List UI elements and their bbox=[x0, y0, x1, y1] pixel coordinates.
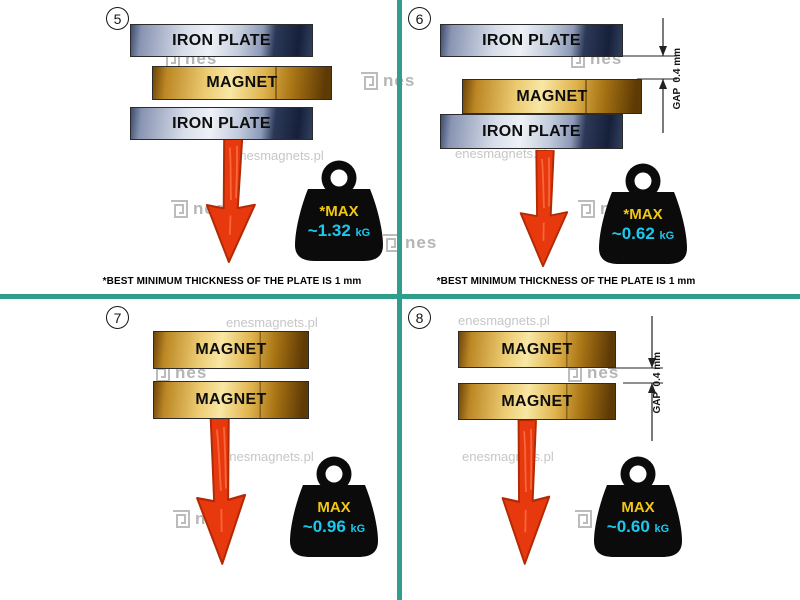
kettlebell-shape bbox=[599, 163, 687, 264]
enes-logo-watermark: nes bbox=[380, 232, 437, 254]
p8-magnet-top: MAGNET bbox=[458, 331, 616, 368]
p6-max-label: *MAX bbox=[623, 206, 663, 223]
p6-magnet: MAGNET bbox=[462, 79, 642, 114]
p5-magnet: MAGNET bbox=[152, 66, 332, 100]
p8-weight-icon: MAX ~0.60 kG bbox=[592, 456, 684, 558]
enes-logo-icon bbox=[575, 510, 592, 528]
p7-magnet-top: MAGNET bbox=[153, 331, 309, 369]
enes-logo-watermark: nes bbox=[358, 70, 415, 92]
panel-7-number: 7 bbox=[106, 306, 129, 329]
p6-weight-icon: *MAX ~0.62 kG bbox=[597, 163, 689, 265]
watermark-url: enesmagnets.pl bbox=[455, 146, 547, 161]
p8-gap-dimension bbox=[608, 316, 678, 441]
watermark-url: enesmagnets.pl bbox=[232, 148, 324, 163]
p6-gap-dimension bbox=[615, 18, 690, 133]
p6-iron-plate-bottom: IRON PLATE bbox=[440, 114, 623, 149]
p7-magnet-bottom: MAGNET bbox=[153, 381, 309, 419]
enes-logo-icon bbox=[361, 72, 378, 90]
p6-iron-plate-top: IRON PLATE bbox=[440, 24, 623, 57]
kettlebell-shape bbox=[295, 160, 383, 261]
p5-iron-plate-bottom: IRON PLATE bbox=[130, 107, 313, 140]
panel-6-number: 6 bbox=[408, 7, 431, 30]
divider-vertical bbox=[397, 0, 402, 600]
p7-max-label: MAX bbox=[317, 499, 351, 516]
p7-weight-icon: MAX ~0.96 kG bbox=[288, 456, 380, 558]
enes-logo-icon bbox=[171, 200, 188, 218]
p5-weight-value: ~1.32 kG bbox=[307, 221, 371, 240]
p6-weight-value: ~0.62 kG bbox=[611, 224, 675, 243]
p5-weight-icon: *MAX ~1.32 kG bbox=[293, 160, 385, 262]
enes-logo-icon bbox=[173, 510, 190, 528]
p5-force-arrow-icon bbox=[196, 136, 266, 265]
p5-caption: *BEST MINIMUM THICKNESS OF THE PLATE IS … bbox=[102, 276, 362, 287]
p8-weight-value: ~0.60 kG bbox=[606, 517, 670, 536]
p6-force-arrow-icon bbox=[511, 149, 577, 268]
watermark-url: enesmagnets.pl bbox=[222, 449, 314, 464]
p7-force-arrow-icon bbox=[187, 417, 256, 566]
watermark-url: enesmagnets.pl bbox=[458, 313, 550, 328]
kettlebell-shape bbox=[594, 456, 682, 557]
p7-weight-value: ~0.96 kG bbox=[302, 517, 366, 536]
p5-iron-plate-top: IRON PLATE bbox=[130, 24, 313, 57]
p8-magnet-bottom: MAGNET bbox=[458, 383, 616, 420]
p8-force-arrow-icon bbox=[493, 419, 560, 566]
kettlebell-shape bbox=[290, 456, 378, 557]
p5-max-label: *MAX bbox=[319, 203, 359, 220]
watermark-url: enesmagnets.pl bbox=[226, 315, 318, 330]
panel-8-number: 8 bbox=[408, 306, 431, 329]
panel-5-number: 5 bbox=[106, 7, 129, 30]
p6-caption: *BEST MINIMUM THICKNESS OF THE PLATE IS … bbox=[436, 276, 696, 287]
p6-gap-label: GAP 0.4 mm bbox=[672, 48, 683, 110]
p8-gap-label: GAP 0.4 mm bbox=[652, 352, 663, 414]
divider-horizontal bbox=[0, 294, 800, 299]
enes-logo-icon bbox=[578, 200, 595, 218]
p8-max-label: MAX bbox=[621, 499, 655, 516]
